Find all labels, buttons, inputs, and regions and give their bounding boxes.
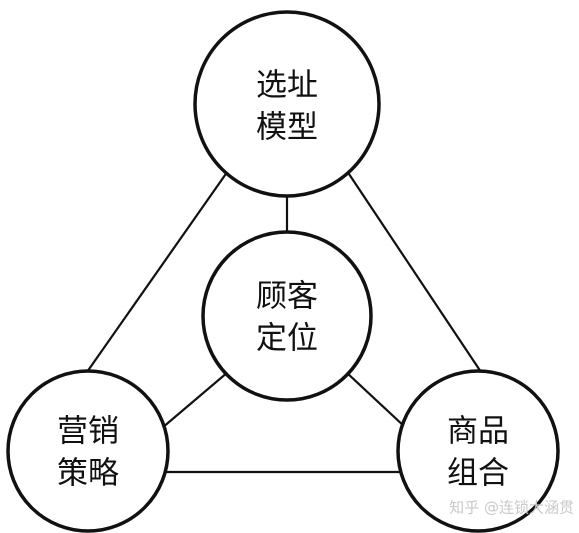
node-top-label-line1: 选址 — [256, 68, 318, 104]
node-top-circle — [193, 10, 381, 198]
node-center-circle — [201, 230, 373, 402]
node-right-label-line2: 组合 — [447, 456, 509, 492]
node-top-label-line2: 模型 — [256, 110, 318, 146]
node-marketing-strategy: 营销 策略 — [6, 369, 170, 533]
node-left-label-line1: 营销 — [57, 414, 119, 450]
node-right-circle — [396, 369, 560, 533]
connector-center-right — [345, 371, 407, 429]
node-product-mix: 商品 组合 — [396, 369, 560, 533]
node-left-circle — [6, 369, 170, 533]
node-right-label-line1: 商品 — [447, 414, 509, 450]
watermark: 知乎 @连锁大涵贯 — [449, 499, 574, 517]
node-center-label-line1: 顾客 — [256, 279, 318, 315]
connector-top-right — [344, 167, 482, 373]
node-left-label-line2: 策略 — [57, 456, 119, 492]
node-customer-positioning: 顾客 定位 — [201, 230, 373, 402]
node-site-selection-model: 选址 模型 — [193, 10, 381, 198]
connector-top-left — [86, 167, 231, 373]
connector-center-left — [161, 371, 229, 429]
node-center-label-line2: 定位 — [256, 321, 318, 357]
